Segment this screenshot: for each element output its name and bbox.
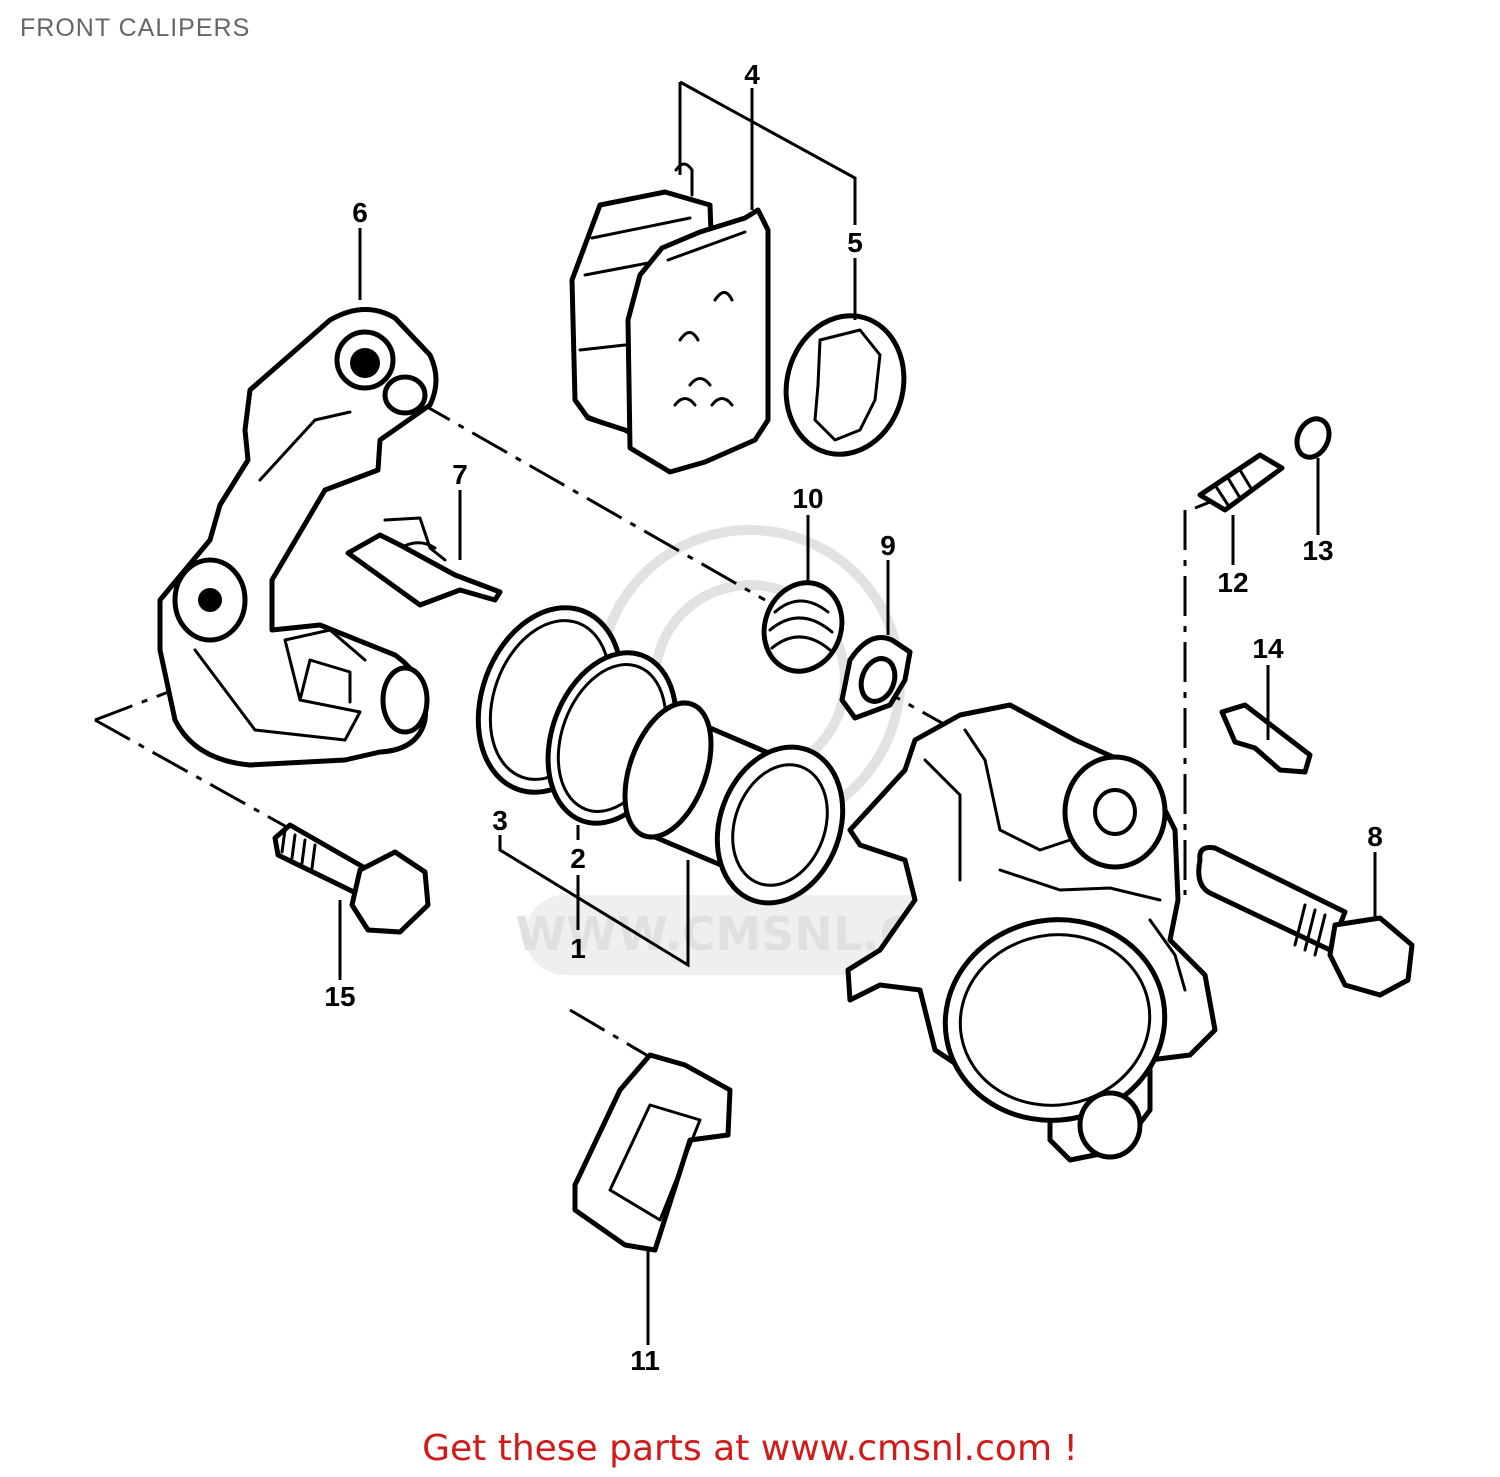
- pad-retainer-clip: [1219, 702, 1313, 775]
- bleeder-cap: [1294, 416, 1332, 460]
- callout-4: 4: [744, 59, 760, 90]
- boot-bush: [839, 635, 913, 721]
- callout-8: 8: [1367, 821, 1383, 852]
- slide-pin: [1196, 845, 1415, 998]
- callouts: 4 5 6 7 10 9 12 13 14 8 15 11 3 2 1: [324, 59, 1382, 1376]
- callout-6: 6: [352, 197, 368, 228]
- caliper-bracket: [157, 307, 439, 768]
- bleeder-valve: [1197, 452, 1285, 513]
- leader-lines: [338, 80, 1377, 1345]
- footer-link-text[interactable]: Get these parts at www.cmsnl.com !: [422, 1428, 1078, 1469]
- piston: [622, 700, 846, 906]
- dust-boot: [761, 580, 845, 674]
- holder-plate: [572, 1052, 733, 1253]
- callout-15: 15: [324, 981, 355, 1012]
- callout-1: 1: [570, 933, 586, 964]
- callout-13: 13: [1302, 535, 1333, 566]
- callout-3: 3: [492, 805, 508, 836]
- callout-9: 9: [880, 530, 896, 561]
- bracket-bolt: [272, 822, 431, 935]
- brake-pads: [569, 162, 771, 475]
- pad-shim: [783, 313, 907, 457]
- page-title: FRONT CALIPERS: [20, 14, 251, 42]
- callout-11: 11: [630, 1345, 660, 1376]
- caliper-body: [845, 702, 1218, 1163]
- callout-7: 7: [452, 459, 468, 490]
- callout-10: 10: [792, 483, 823, 514]
- callout-14: 14: [1252, 633, 1284, 664]
- callout-2: 2: [570, 843, 586, 874]
- pad-spring: [345, 516, 503, 608]
- callout-12: 12: [1217, 567, 1248, 598]
- callout-5: 5: [847, 227, 863, 258]
